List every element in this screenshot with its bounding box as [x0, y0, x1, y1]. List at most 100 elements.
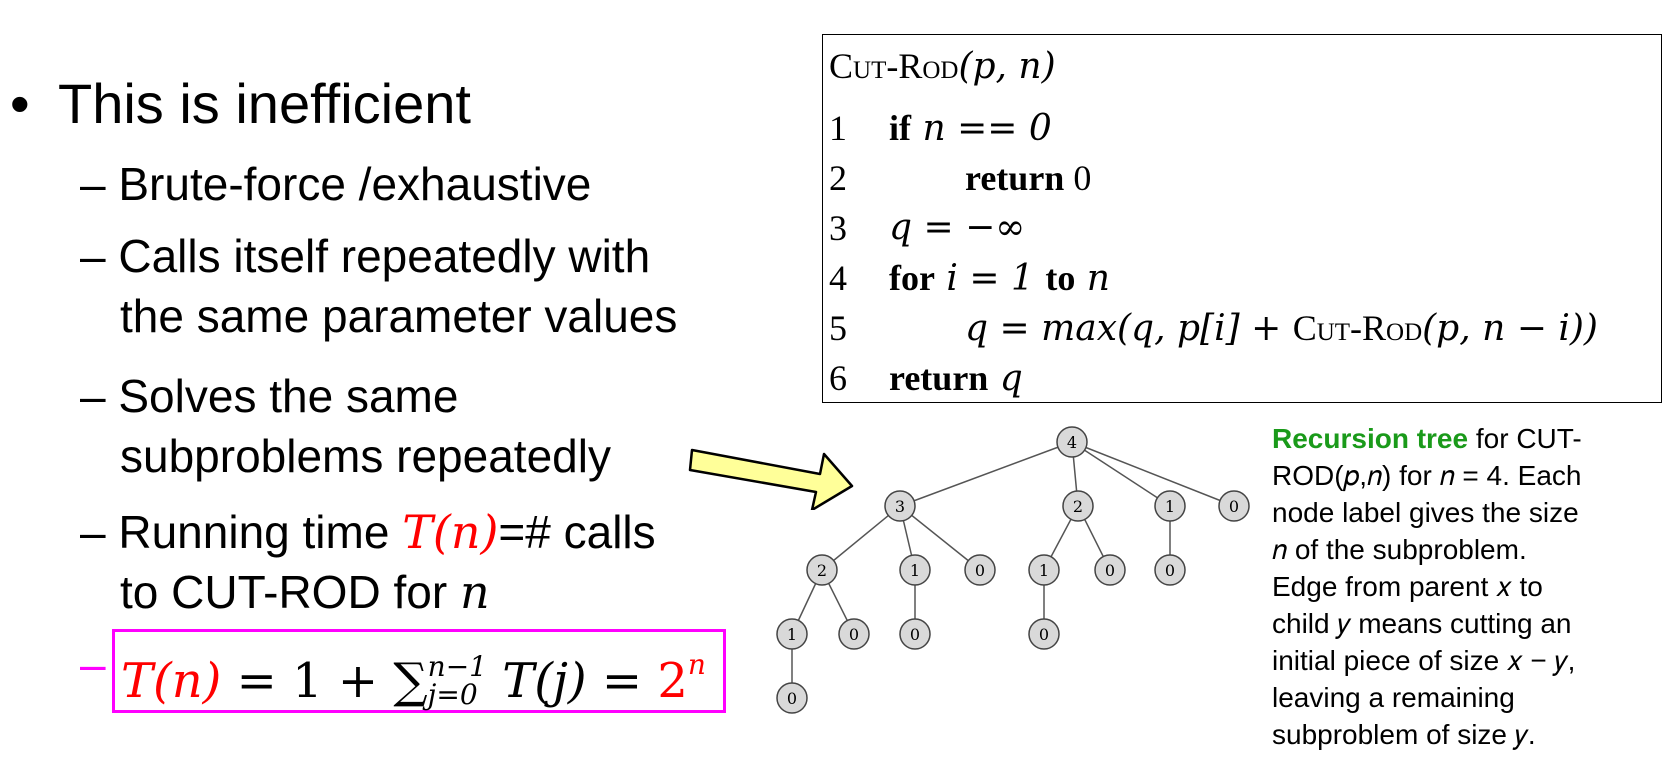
tree-node-label: 0 — [1105, 561, 1115, 580]
sub-bullet-1: – Brute-force /exhaustive — [80, 158, 591, 210]
tree-node-label: 3 — [895, 497, 905, 516]
tree-node: 0 — [1028, 618, 1060, 650]
code-header-args: (p, n) — [958, 46, 1056, 87]
cut-rod-pseudocode: Cut-Rod(p, n) 1 if n == 0 2 return 0 3 q… — [822, 34, 1662, 403]
tree-node: 1 — [899, 554, 931, 586]
tree-node: 3 — [884, 490, 916, 522]
code-text: q = −∞ — [889, 207, 1026, 248]
bullet-main-text: This is inefficient — [58, 72, 471, 135]
sub-bullet-4: – Running time T(n)=# calls — [80, 506, 656, 558]
sub-bullet-2-line-1: Calls itself repeatedly with — [118, 230, 651, 282]
tree-node-label: 1 — [787, 625, 797, 644]
tree-node: 1 — [776, 618, 808, 650]
tree-node-label: 1 — [1039, 561, 1049, 580]
formula-sup: n−1 — [427, 649, 487, 683]
tree-node: 4 — [1056, 426, 1088, 458]
sub-bullet-4-line-2-text: to CUT-ROD for — [120, 566, 460, 618]
dash: – — [80, 158, 106, 210]
sub-bullet-2: – Calls itself repeatedly with — [80, 230, 650, 282]
sub-bullet-4-line-2: to CUT-ROD for n — [120, 566, 490, 618]
caption-line-7: initial piece of size 𝑥 − 𝑦, — [1272, 645, 1576, 676]
caption-line-1: Recursion tree for CUT- — [1272, 420, 1672, 457]
tree-node-label: 0 — [1165, 561, 1175, 580]
line-number: 2 — [829, 158, 847, 198]
tree-node-label: 0 — [1229, 497, 1239, 516]
keyword: if — [889, 108, 911, 148]
tree-node-label: 2 — [817, 561, 827, 580]
tree-node-label: 1 — [1165, 497, 1175, 516]
line-number: 1 — [829, 108, 847, 148]
formula-sub: j=0 — [427, 677, 478, 711]
line-number: 5 — [829, 308, 847, 348]
formula-sum: = 1 + ∑ — [221, 653, 428, 709]
tree-node-label: 4 — [1067, 433, 1077, 452]
sub-bullet-3: – Solves the same — [80, 370, 458, 422]
tree-node: 0 — [1218, 490, 1250, 522]
caption-line-2: ROD(𝑝,𝑛) for 𝑛 = 4. Each — [1272, 460, 1582, 491]
formula-term: T(j) = — [486, 653, 658, 709]
formula-lhs: T(n) — [121, 653, 222, 709]
bullet-dot: • — [10, 72, 30, 135]
sub-bullet-3-line-1: Solves the same — [118, 370, 459, 422]
tree-node-label: 0 — [1039, 625, 1049, 644]
code-text: q = max(q, p[i] + — [965, 308, 1293, 349]
code-call: Cut-Rod — [1292, 308, 1423, 348]
tree-node-label: 2 — [1073, 497, 1083, 516]
tree-node: 0 — [964, 554, 996, 586]
sub-bullet-2-line-2: the same parameter values — [120, 290, 678, 342]
tree-node: 2 — [1062, 490, 1094, 522]
tree-node-label: 0 — [975, 561, 985, 580]
caption-line-9: subproblem of size 𝑦. — [1272, 719, 1536, 750]
keyword: return — [889, 358, 989, 398]
caption-line-5: Edge from parent 𝑥 to — [1272, 571, 1543, 602]
line-number: 3 — [829, 208, 847, 248]
tree-node: 0 — [1154, 554, 1186, 586]
code-text: 0 — [1064, 158, 1092, 198]
recursion-tree: 4 3 2 1 0 2 1 0 1 0 1 0 0 0 0 0 — [776, 426, 1250, 714]
dash: – — [80, 370, 106, 422]
tree-node: 1 — [1028, 554, 1060, 586]
line-number: 4 — [829, 258, 847, 298]
tree-node: 0 — [899, 618, 931, 650]
dash: – — [80, 506, 106, 558]
tree-node-label: 0 — [910, 625, 920, 644]
code-text: i = 1 — [934, 258, 1046, 299]
arrow-icon — [688, 448, 854, 510]
code-text: n — [1075, 258, 1110, 299]
tree-node: 0 — [838, 618, 870, 650]
tree-node: 2 — [806, 554, 838, 586]
keyword: for — [889, 258, 935, 298]
tree-node-label: 0 — [787, 689, 797, 708]
line-number: 6 — [829, 358, 847, 398]
tree-node: 0 — [1094, 554, 1126, 586]
tree-node: 0 — [776, 682, 808, 714]
caption-line-8: leaving a remaining — [1272, 682, 1515, 713]
code-text: (p, n − i)) — [1422, 308, 1598, 349]
caption-line-6: child 𝑦 means cutting an — [1272, 608, 1572, 639]
tree-node-label: 0 — [849, 625, 859, 644]
tree-node-label: 1 — [910, 561, 920, 580]
code-text: n == 0 — [911, 108, 1052, 149]
code-header: Cut-Rod(p, n) — [829, 45, 1056, 87]
sub-bullet-3-line-2: subproblems repeatedly — [120, 430, 611, 482]
formula-rhs-base: 2 — [657, 653, 688, 709]
caption-highlight: Recursion tree — [1272, 423, 1469, 454]
dash: – — [80, 230, 106, 282]
keyword: return — [965, 158, 1065, 198]
tree-node: 1 — [1154, 490, 1186, 522]
running-time-label: Running time — [118, 506, 403, 558]
keyword: to — [1045, 258, 1076, 298]
formula-dash: – — [80, 638, 106, 690]
code-text: q — [988, 358, 1023, 399]
tree-nodes: 4 3 2 1 0 2 1 0 1 0 1 0 0 0 0 0 — [776, 426, 1250, 714]
formula-rhs-exp: n — [687, 648, 706, 681]
recursion-tree-caption: Recursion tree for CUT- ROD(𝑝,𝑛) for 𝑛 =… — [1272, 420, 1672, 753]
running-time-suffix: =# calls — [498, 506, 656, 558]
code-header-name: Cut-Rod — [829, 46, 959, 86]
caption-line-4: 𝑛 of the subproblem. — [1272, 534, 1527, 565]
running-time-symbol: T(n) — [402, 505, 499, 559]
caption-line-3: node label gives the size — [1272, 497, 1579, 528]
sub-bullet-1-text: Brute-force /exhaustive — [118, 158, 592, 210]
caption-text: for CUT- — [1468, 423, 1582, 454]
